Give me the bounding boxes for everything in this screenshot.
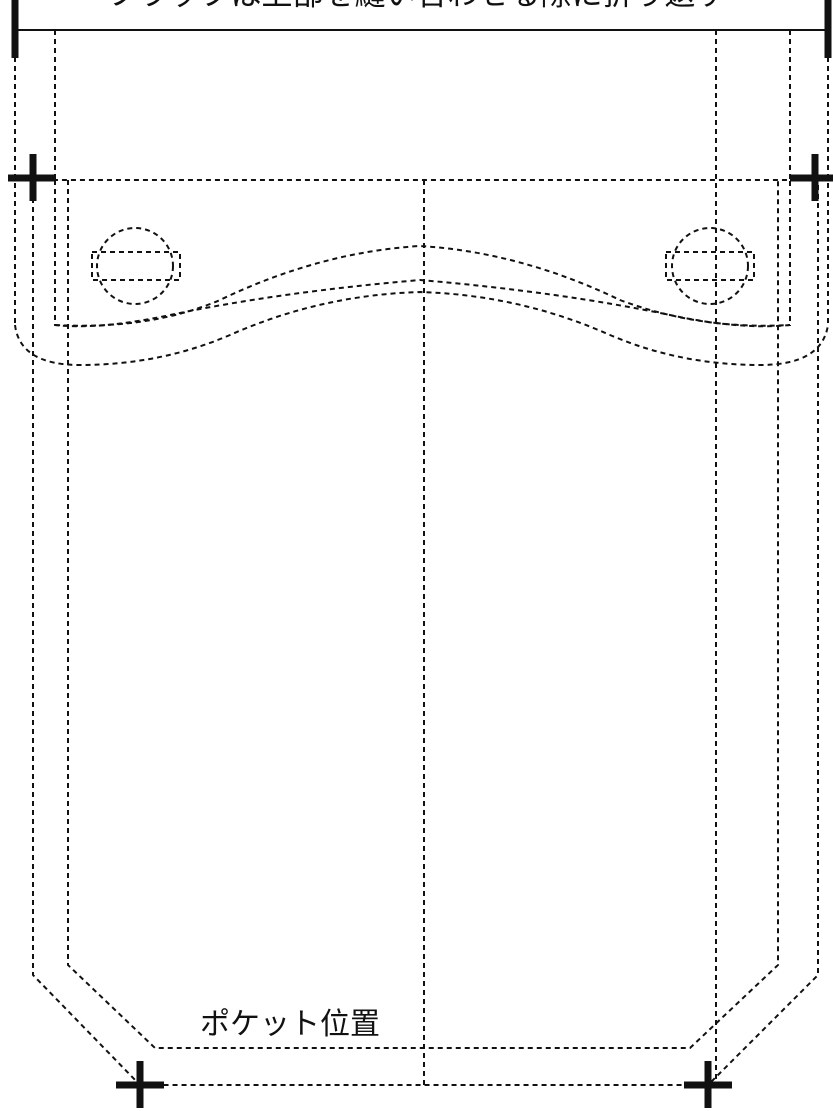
left-button-icon (96, 227, 174, 305)
flap-outer-curve (14, 290, 829, 367)
flap-inner-outline (54, 179, 791, 328)
right-button-icon (671, 227, 749, 305)
flap-upper-curve (54, 244, 791, 327)
top-note-text: フラップは上部を縫い合わせる際に折り返す (0, 0, 833, 12)
right-buttonhole-icon (665, 251, 755, 281)
pocket-position-label: ポケット位置 (200, 1007, 380, 1042)
left-buttonhole-icon (91, 251, 181, 281)
pocket-outer-outline (32, 180, 819, 1086)
pocket-inner-outline (67, 180, 779, 1049)
